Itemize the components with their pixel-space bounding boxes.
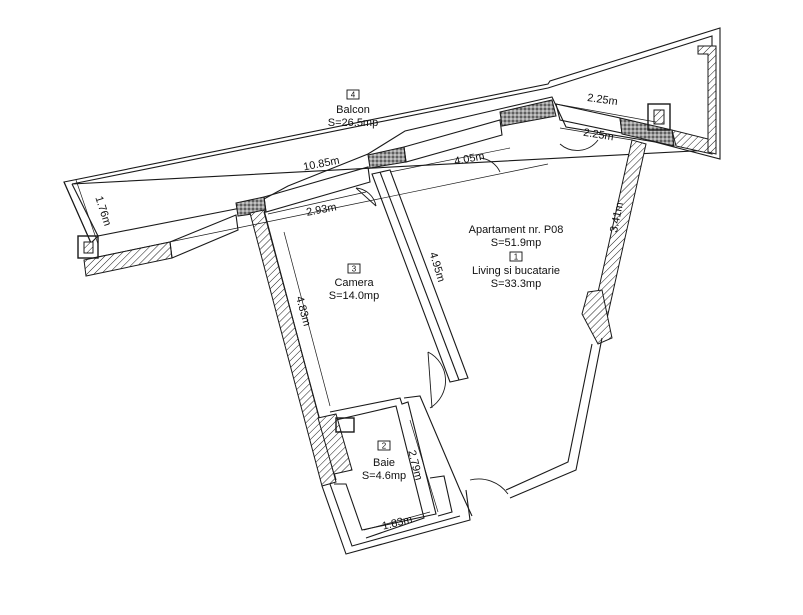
- balcon-area: S=26.5mp: [328, 117, 378, 129]
- dim-camera-left: 4.83m: [293, 295, 313, 328]
- balcony-post-left: [77, 235, 99, 259]
- dim-living-top-right: 2.25m: [582, 127, 614, 144]
- dim-baie-right: 2.79m: [405, 449, 424, 482]
- dim-living-top: 4.05m: [453, 150, 485, 168]
- dim-balcon-right-top: 2.25m: [586, 92, 618, 108]
- room-label-camera: 3 Camera S=14.0mp: [329, 263, 379, 302]
- door-swings: [355, 139, 599, 495]
- room-label-apartament: Apartament nr. P08 S=51.9mp: [469, 224, 564, 249]
- baie-area: S=4.6mp: [362, 470, 406, 482]
- camera-name: Camera: [334, 277, 374, 289]
- dim-balcon-depth: 1.76m: [92, 195, 113, 228]
- exterior-wall-top: [83, 99, 713, 277]
- baie-name: Baie: [373, 457, 395, 469]
- dim-partition-length: 4.95m: [427, 251, 447, 284]
- living-right-wall: [505, 139, 647, 499]
- dimension-lines: [75, 103, 657, 531]
- camera-area: S=14.0mp: [329, 290, 379, 302]
- baie-walls: [317, 395, 473, 539]
- apartament-total-area: S=51.9mp: [491, 237, 541, 249]
- room-label-balcon: 4 Balcon S=26.5mp: [328, 89, 378, 129]
- living-name: Living si bucatarie: [472, 265, 560, 277]
- room-label-living: 1 Living si bucatarie S=33.3mp: [472, 251, 560, 290]
- balcon-name: Balcon: [336, 104, 370, 116]
- camera-left-wall: [249, 209, 337, 487]
- partition-wall: [371, 169, 469, 383]
- camera-number: 3: [352, 265, 357, 274]
- balcon-number: 4: [351, 91, 356, 100]
- balcony-post-right: [647, 103, 671, 131]
- balcony-column-right: [697, 45, 717, 155]
- balcony-outline: [63, 27, 721, 244]
- baie-number: 2: [382, 442, 387, 451]
- room-label-baie: 2 Baie S=4.6mp: [362, 440, 406, 482]
- living-number: 1: [514, 253, 519, 262]
- apartament-title: Apartament nr. P08: [469, 224, 564, 236]
- dim-camera-width: 2.93m: [305, 201, 337, 219]
- living-area: S=33.3mp: [491, 278, 541, 290]
- exterior-wall-bottom: [321, 483, 471, 555]
- dimension-labels: 10.85m 1.76m 2.25m 2.25m 4.05m 2.93m 4.9…: [92, 92, 626, 533]
